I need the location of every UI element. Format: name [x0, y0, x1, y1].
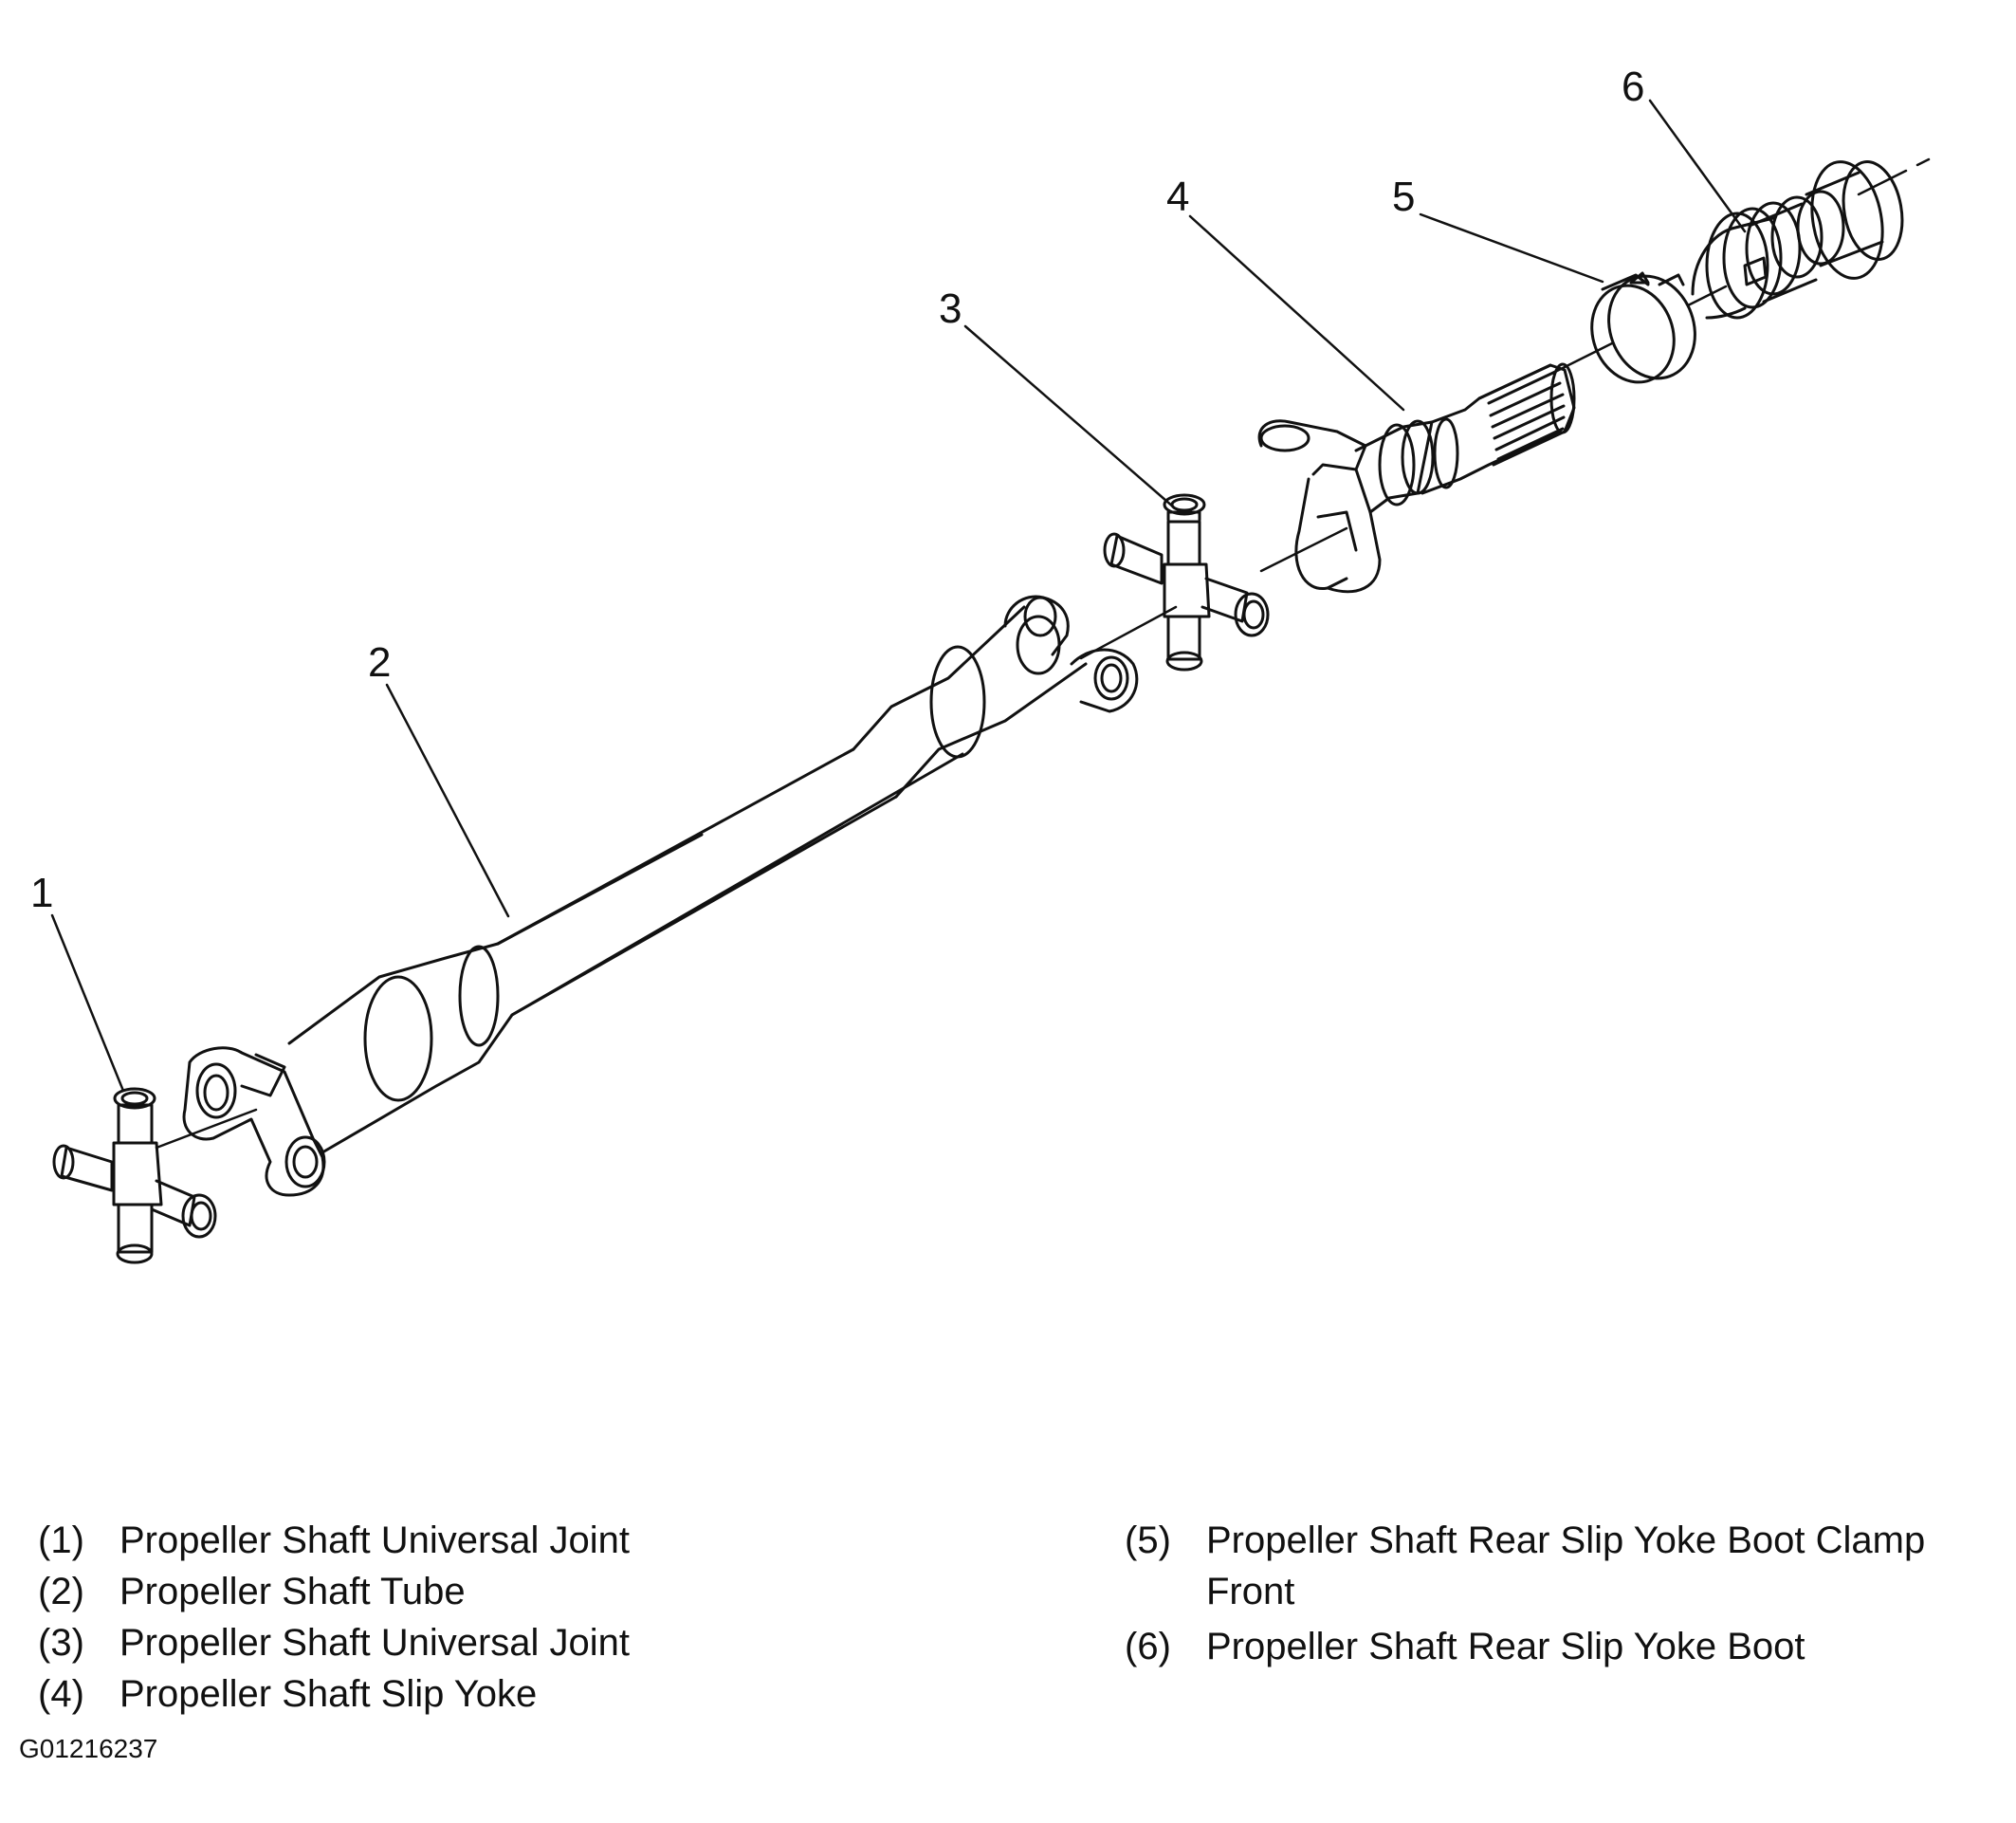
legend-number: (6) [1125, 1626, 1171, 1667]
universal-joint-front [52, 1087, 217, 1264]
callout-3: 3 [939, 285, 962, 332]
legend-number: (4) [38, 1673, 84, 1715]
legend-item-6: (6) Propeller Shaft Rear Slip Yoke Boot [1125, 1621, 2016, 1672]
callout-4: 4 [1166, 174, 1189, 220]
legend-number: (5) [1125, 1519, 1171, 1561]
callout-2: 2 [368, 639, 391, 686]
legend-item-1: (1) Propeller Shaft Universal Joint [38, 1515, 986, 1566]
legend-label: Propeller Shaft Tube [119, 1571, 466, 1612]
callout-5: 5 [1392, 174, 1415, 220]
callout-1: 1 [30, 870, 53, 916]
legend-item-3: (3) Propeller Shaft Universal Joint [38, 1617, 986, 1668]
legend-item-5: (5) Propeller Shaft Rear Slip Yoke Boot … [1125, 1515, 2016, 1617]
legend-item-2: (2) Propeller Shaft Tube [38, 1566, 986, 1617]
propeller-shaft-tube [182, 595, 1139, 1197]
figure-code: G01216237 [19, 1734, 158, 1763]
legend-label: Propeller Shaft Universal Joint [119, 1519, 631, 1561]
legend-label: Propeller Shaft Rear Slip Yoke Boot Clam… [1206, 1519, 1926, 1612]
leader-lines [50, 99, 1747, 1093]
universal-joint-rear [1103, 493, 1270, 672]
legend-label: Propeller Shaft Universal Joint [119, 1622, 631, 1664]
legend-number: (1) [38, 1519, 84, 1561]
legend-label: Propeller Shaft Slip Yoke [119, 1673, 538, 1715]
boot-clamp [1590, 271, 1696, 384]
callout-6: 6 [1622, 64, 1644, 110]
slip-yoke [1257, 362, 1576, 594]
legend-number: (3) [38, 1622, 84, 1664]
legend-item-4: (4) Propeller Shaft Slip Yoke [38, 1668, 986, 1720]
legend-right: (5) Propeller Shaft Rear Slip Yoke Boot … [1125, 1515, 2016, 1672]
legend-label: Propeller Shaft Rear Slip Yoke Boot [1206, 1626, 1805, 1667]
slip-yoke-boot [1691, 160, 1904, 320]
legend-number: (2) [38, 1571, 84, 1612]
legend-left: (1) Propeller Shaft Universal Joint (2) … [38, 1515, 986, 1720]
